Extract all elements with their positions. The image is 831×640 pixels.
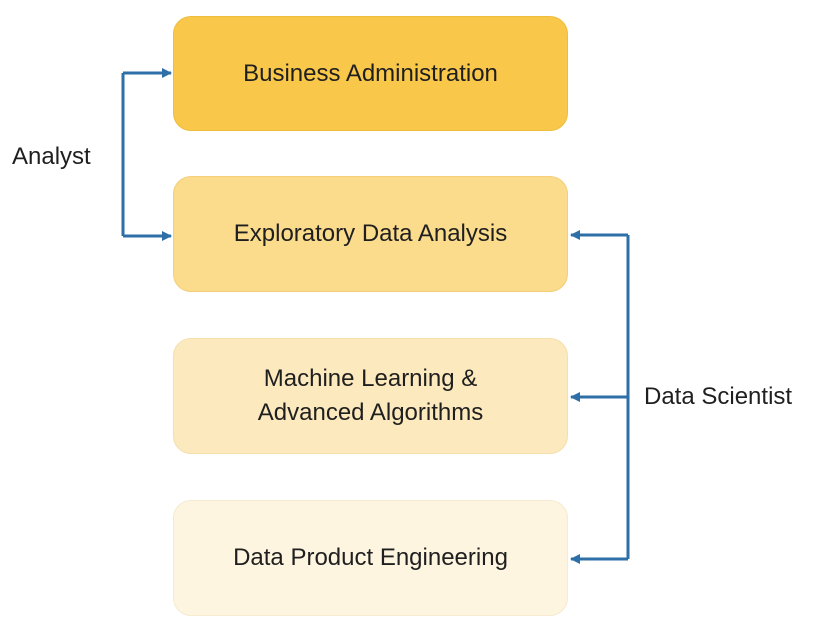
data-product-engineering-label: Data Product Engineering	[233, 544, 508, 571]
machine-learning-label: Machine Learning & Advanced Algorithms	[257, 365, 484, 426]
data-scientist-label: Data Scientist	[644, 383, 793, 410]
exploratory-data-analysis-label: Exploratory Data Analysis	[233, 220, 508, 247]
analyst-label: Analyst	[12, 143, 91, 170]
business-administration-label: Business Administration	[243, 59, 498, 87]
business-administration-box: Business Administration	[173, 16, 568, 131]
data-product-engineering-box: Data Product Engineering	[173, 500, 568, 616]
exploratory-data-analysis-box: Exploratory Data Analysis	[173, 176, 568, 292]
machine-learning-box: Machine Learning & Advanced Algorithms	[173, 338, 568, 454]
